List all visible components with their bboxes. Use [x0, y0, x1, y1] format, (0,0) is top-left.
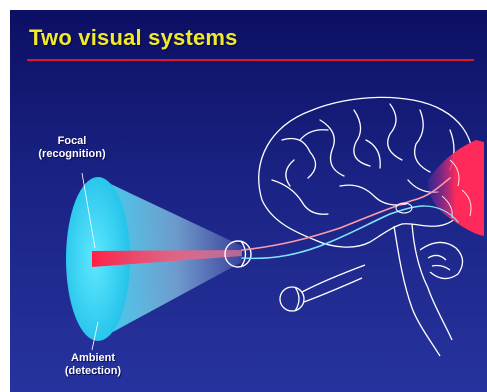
focal-label: Focal (recognition)	[26, 135, 118, 161]
ambient-label-line2: (detection)	[60, 365, 126, 378]
lower-eye-icon	[280, 265, 365, 311]
focal-label-line1: Focal	[26, 135, 118, 148]
focal-label-line2: (recognition)	[26, 148, 118, 161]
ambient-label: Ambient (detection)	[60, 352, 126, 378]
slide: Two visual systems	[10, 10, 487, 392]
brainstem	[394, 224, 463, 356]
visual-systems-diagram	[10, 10, 487, 392]
ambient-label-line1: Ambient	[60, 352, 126, 365]
